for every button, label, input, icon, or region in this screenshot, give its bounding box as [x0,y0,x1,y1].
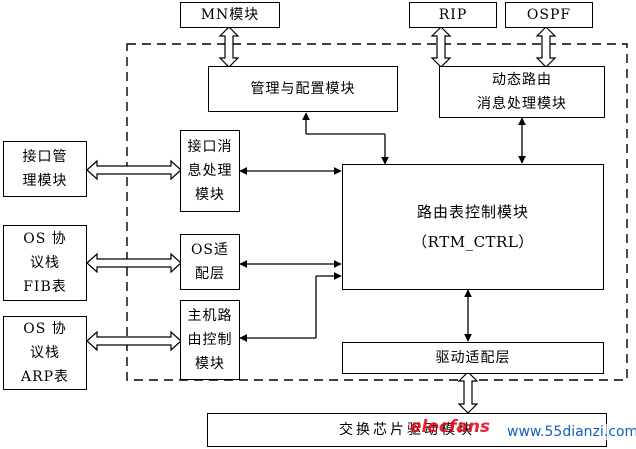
double-arrow-os-arp [86,330,182,352]
switch-chip-driver-label: 交换芯片驱动模块 [339,422,475,438]
interface-msg-label: 接口消 息处理 模块 [187,139,233,203]
ospf-module-box: OSPF [505,2,593,28]
management-config-box: 管理与配置模块 [208,66,398,112]
interface-mgmt-label: 接口管 理模块 [22,149,68,189]
double-arrow-driver [457,371,479,414]
interface-msg-box: 接口消 息处理 模块 [180,130,240,212]
driver-adapter-box: 驱动适配层 [342,342,604,374]
host-routing-box: 主机路 由控制 模块 [180,300,240,380]
elecfans-watermark: elecfans [410,417,490,437]
mn-module-box: MN模块 [180,2,280,28]
os-adapter-box: OS适 配层 [180,234,240,290]
double-arrow-ospf [535,26,557,68]
double-arrow-interface-mgmt [86,159,182,181]
mn-module-label: MN模块 [200,7,260,23]
interface-mgmt-box: 接口管 理模块 [3,141,87,197]
management-config-label: 管理与配置模块 [250,81,356,97]
ospf-module-label: OSPF [526,7,572,23]
os-fib-box: OS 协 议栈 FIB表 [3,225,87,301]
rtm-ctrl-title: 路由表控制模块 [416,203,529,221]
dynamic-routing-box: 动态路由 消息处理模块 [439,66,605,118]
rtm-ctrl-box: 路由表控制模块 （RTM_CTRL） [342,164,604,290]
double-arrow-mn [218,26,240,68]
elecfans-watermark-text: elecfans [410,417,491,437]
driver-adapter-label: 驱动适配层 [435,350,511,366]
system-boundary [126,43,628,381]
os-arp-box: OS 协 议栈 ARP表 [3,316,87,390]
rip-module-label: RIP [438,7,468,23]
os-arp-label: OS 协 议栈 ARP表 [20,321,70,385]
rip-module-box: RIP [409,2,497,28]
dynamic-routing-label: 动态路由 消息处理模块 [477,72,567,112]
double-arrow-rip [430,26,452,68]
host-routing-label: 主机路 由控制 模块 [187,308,233,372]
site-watermark: www.55dianzi.com [507,424,636,440]
os-fib-label: OS 协 议栈 FIB表 [23,231,67,295]
double-arrow-os-fib [86,252,182,274]
rtm-ctrl-subtitle: （RTM_CTRL） [412,233,534,251]
site-watermark-text: www.55dianzi.com [507,424,636,440]
os-adapter-label: OS适 配层 [190,242,230,282]
